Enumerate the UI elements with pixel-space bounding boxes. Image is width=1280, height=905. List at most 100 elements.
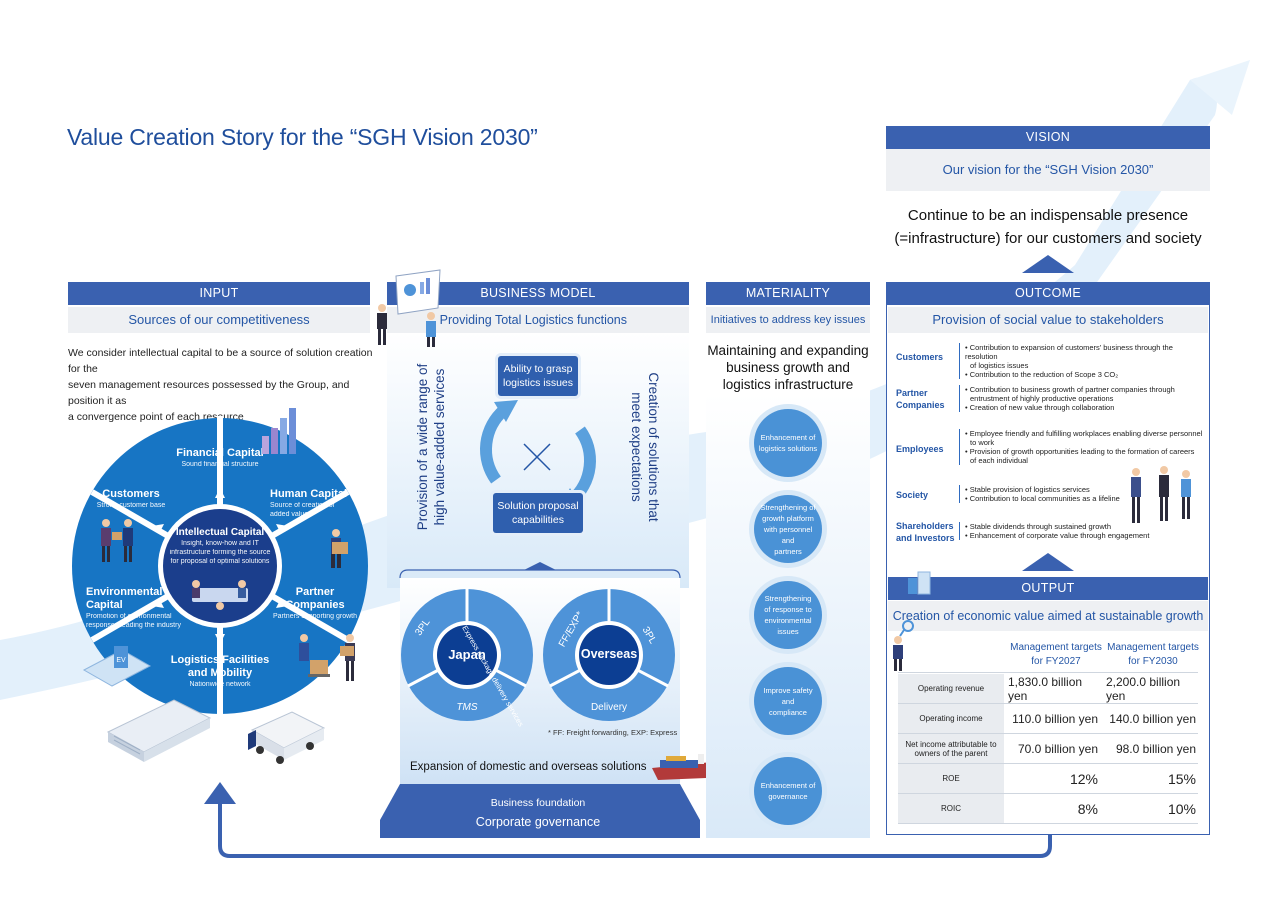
outcome-bullet: of each individual [970, 456, 1028, 465]
intellectual-capital-text-line2: infrastructure forming the source [169, 549, 271, 556]
outcome-bullet: • Contribution to business growth of par… [965, 385, 1175, 394]
environmental-capital-title-line1: Environmental [86, 586, 163, 598]
table-cell-fy2027: 12% [1069, 770, 1098, 787]
outcome-bullets: • Contribution to business growth of par… [959, 385, 1204, 412]
materiality-item-line: Strengthening [764, 594, 812, 603]
human-capital-text-line1: Source of creation of [270, 502, 335, 509]
grasp-issues-line2: logistics issues [502, 377, 574, 389]
input-description: We consider intellectual capital to be a… [68, 345, 373, 425]
outcome-bullets: • Employee friendly and fulfilling workp… [959, 429, 1204, 465]
analyst-icon [893, 620, 914, 671]
col-fy2030-line2: for FY2030 [1128, 656, 1178, 667]
outcome-header: OUTCOME [886, 282, 1210, 305]
overseas-delivery-label: Delivery [590, 702, 628, 713]
table-row-label-line: Operating revenue [917, 684, 985, 693]
outcome-bullet: • Contribution to local communities as a… [965, 494, 1120, 503]
left-vertical-line2: high value-added services [432, 368, 447, 526]
japan-label: Japan [448, 647, 486, 662]
table-row-label-line: owners of the parent [914, 748, 988, 758]
partner-companies-title-line1: Partner [295, 586, 335, 598]
outcome-bullet: • Stable provision of logistics services [965, 485, 1090, 494]
materiality-item-line: growth platform [762, 513, 814, 523]
outcome-bullets: • Stable provision of logistics services… [959, 485, 1131, 503]
left-vertical-text: Provision of a wide range of high value-… [396, 352, 466, 542]
output-header: OUTPUT [888, 577, 1208, 600]
logistics-facilities-title-line1: Logistics Facilities [170, 654, 270, 666]
table-row-label: Operating income [898, 704, 1004, 733]
table-cell-fy2027: 8% [1077, 800, 1098, 817]
materiality-header: MATERIALITY [706, 282, 870, 305]
logistics-facilities-text: Nationwide network [189, 681, 251, 688]
materiality-heading-line3: logistics infrastructure [722, 377, 854, 392]
outcome-label-line: Shareholders [896, 521, 954, 531]
input-subheader: Sources of our competitiveness [68, 307, 370, 333]
japan-ring [401, 588, 533, 721]
left-vertical-line1: Provision of a wide range of [415, 363, 430, 531]
business-model-subheader: Providing Total Logistics functions [439, 313, 627, 327]
outcome-bullet: • Contribution to expansion of customers… [965, 343, 1173, 361]
right-vertical-line2: meet expectations [629, 392, 644, 502]
solution-proposal-line1: Solution proposal [497, 500, 579, 512]
customers-text: Strong customer base [96, 502, 166, 509]
intellectual-capital-text-line1: Insight, know-how and IT [181, 540, 259, 547]
grasp-issues-box: Ability to grasp logistics issues [498, 356, 578, 396]
col-fy2030-header: Management targets for FY2030 [1105, 641, 1201, 669]
outcome-label-line: and Investors [896, 533, 955, 543]
table-row-label: Operating revenue [898, 674, 1004, 703]
overseas-ring [543, 588, 675, 721]
materiality-item-line: issues [777, 627, 799, 636]
outcome-label-line: Society [896, 490, 929, 500]
corporate-governance-label: Corporate governance [475, 815, 601, 829]
presenter-icon [377, 269, 441, 347]
table-cell-fy2030: 10% [1167, 800, 1196, 817]
partner-workers-icon [299, 634, 355, 681]
customers-title: Customers [102, 488, 160, 500]
human-capital-text-line2: added value [270, 511, 309, 518]
materiality-item-line: Enhancement of [760, 781, 816, 790]
vision-up-arrow-icon [1022, 255, 1074, 273]
ship-icon [652, 754, 712, 780]
table-row-label: ROIC [898, 794, 1004, 823]
outcome-bullet: • Provision of growth opportunities lead… [965, 447, 1195, 456]
vision-header: VISION [886, 126, 1210, 149]
materiality-heading-line1: Maintaining and expanding [707, 343, 869, 358]
materiality-item-line: Strengthening of [760, 502, 816, 512]
customers-segment: Customers Strong customer base [94, 488, 168, 510]
outcome-label: Employees [896, 443, 944, 455]
materiality-item-line: governance [768, 792, 808, 801]
intellectual-capital-text-line3: for proposal of optimal solutions [170, 558, 270, 565]
japan-tms-label: TMS [456, 702, 478, 713]
materiality-heading-line2: business growth and [726, 360, 850, 375]
outcome-label: Customers [896, 351, 943, 363]
logistics-facilities-title-line2: and Mobility [187, 667, 253, 679]
outcome-subheader: Provision of social value to stakeholder… [888, 307, 1208, 333]
footnote: * FF: Freight forwarding, EXP: Express [548, 728, 678, 737]
vision-statement-line2: (=infrastructure) for our customers and … [894, 230, 1202, 247]
vision-statement: Continue to be an indispensable presence… [886, 204, 1210, 250]
input-description-line2: seven management resources possessed by … [68, 379, 350, 407]
outcome-bullet: to work [970, 438, 995, 447]
outcome-row-employees: Employees • Employee friendly and fulfil… [894, 429, 1209, 471]
environmental-capital-text-line2: responses leading the industry [86, 622, 181, 629]
handshake-people-icon [1131, 466, 1191, 523]
table-cell-fy2030: 15% [1167, 770, 1196, 787]
ev-charger-icon: EV [82, 646, 152, 687]
table-row-label-line: Net income attributable to [905, 739, 997, 749]
table-cell-fy2027: 1,830.0 billion yen [1008, 674, 1083, 703]
environmental-capital-segment: Environmental Capital Promotion of envir… [86, 586, 182, 630]
table-row: Operating revenue 1,830.0 billion yen 2,… [898, 674, 1198, 704]
table-row: ROE 12% 15% [898, 764, 1198, 794]
outcome-bullet: • Creation of new value through collabor… [965, 403, 1115, 412]
col-fy2030-line1: Management targets [1107, 642, 1199, 653]
cup-icon [908, 571, 931, 595]
table-cell-fy2030: 140.0 billion yen [1109, 711, 1196, 726]
business-model-header: BUSINESS MODEL [387, 282, 689, 305]
outcome-bullet: of logistics issues [970, 361, 1029, 370]
